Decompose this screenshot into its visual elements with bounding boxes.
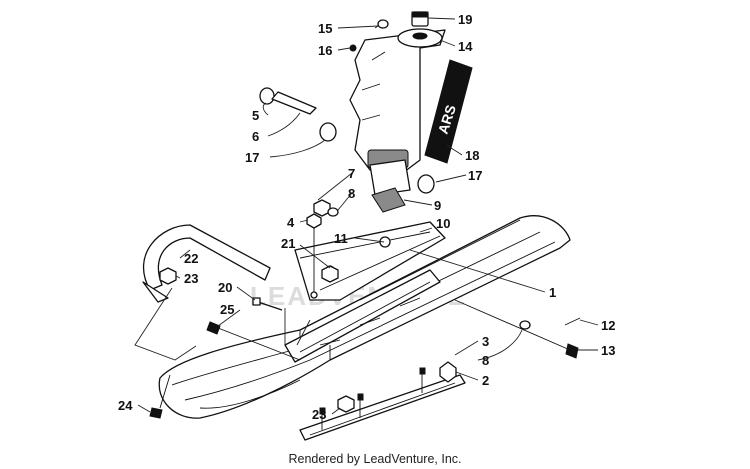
callout-12: 12: [601, 318, 615, 333]
wear-bar: [299, 367, 466, 441]
callout-9: 9: [434, 198, 441, 213]
callout-2: 2: [482, 373, 489, 388]
callout-13: 13: [601, 343, 615, 358]
callout-10: 10: [436, 216, 450, 231]
callout-21: 21: [281, 236, 295, 251]
callout-16: 16: [318, 43, 332, 58]
ski-loop: [142, 224, 271, 303]
callout-3: 3: [482, 334, 489, 349]
render-credit: Rendered by LeadVenture, Inc.: [288, 452, 462, 466]
callout-20: 20: [218, 280, 232, 295]
callout-15: 15: [318, 21, 332, 36]
callout-17-upper: 17: [245, 150, 259, 165]
callout-17-lower: 17: [468, 168, 482, 183]
callout-19: 19: [458, 12, 472, 27]
callout-18: 18: [465, 148, 479, 163]
callout-6: 6: [252, 129, 259, 144]
spindle-decal: ARS: [424, 59, 473, 164]
callout-24: 24: [118, 398, 133, 413]
callout-4: 4: [287, 215, 295, 230]
callout-1: 1: [549, 285, 556, 300]
spindle-housing: [349, 28, 446, 196]
callout-25: 25: [220, 302, 234, 317]
callout-23-upper: 23: [184, 271, 198, 286]
bushing-sleeve: [259, 87, 435, 194]
callout-8-upper: 8: [348, 186, 355, 201]
ski-body: [158, 215, 571, 419]
bolts-and-nuts: [149, 265, 581, 419]
callout-11: 11: [334, 231, 348, 246]
leader-lines: [134, 17, 599, 415]
small-hardware: [306, 19, 389, 299]
spindle-cap: [411, 11, 429, 27]
callout-7: 7: [348, 166, 355, 181]
callout-14: 14: [458, 39, 473, 54]
callout-8-lower: 8: [482, 353, 489, 368]
callout-22: 22: [184, 251, 198, 266]
callout-labels: 15 16 19 14 5 6 17 18 7 8 17 9 4 11 10 2…: [118, 12, 615, 422]
callout-5: 5: [252, 108, 259, 123]
callout-23-lower: 23: [312, 407, 326, 422]
bumper-block: [371, 187, 406, 213]
